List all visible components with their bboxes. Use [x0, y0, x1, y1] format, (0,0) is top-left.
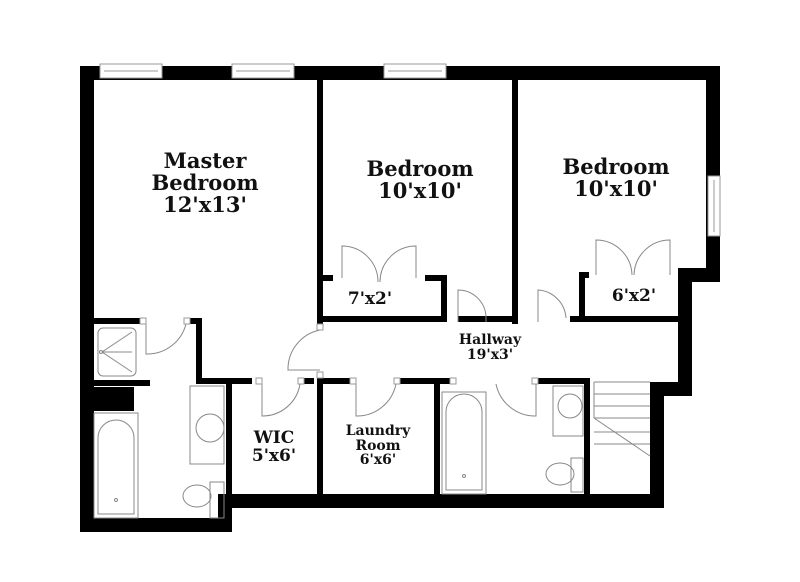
room-size: 12'x13'	[163, 192, 247, 218]
door-jambs	[139, 317, 539, 385]
room-size: 19'x3'	[466, 346, 514, 363]
room-size: 5'x6'	[251, 445, 297, 466]
room-label-bedroom-2: Bedroom 10'x10'	[526, 154, 706, 202]
room-size: 6'x2'	[611, 286, 657, 306]
windows	[99, 63, 721, 237]
room-name: Bedroom	[151, 170, 259, 196]
room-label-bedroom-1: Bedroom 10'x10'	[330, 156, 510, 204]
room-name: Master	[163, 148, 247, 173]
room-name: Bedroom	[562, 154, 670, 179]
room-size: 10'x10'	[378, 178, 462, 204]
room-label-master-bedroom: Master Bedroom 12'x13'	[120, 148, 290, 218]
room-size: 6'x6'	[359, 452, 397, 469]
room-name: Room	[355, 437, 401, 454]
room-size: 7'x2'	[347, 289, 393, 309]
room-name: Bedroom	[366, 156, 474, 181]
room-name: Laundry	[345, 423, 411, 439]
room-label-closet-1: 7'x2'	[330, 289, 410, 309]
room-name: WIC	[253, 428, 295, 448]
room-label-closet-2: 6'x2'	[594, 286, 674, 306]
fixtures	[93, 327, 651, 519]
doors	[145, 239, 671, 417]
room-size: 10'x10'	[574, 176, 658, 202]
room-label-laundry: Laundry Room 6'x6'	[326, 424, 430, 468]
room-label-wic: WIC 5'x6'	[236, 428, 312, 466]
room-name: Hallway	[458, 332, 522, 348]
room-label-hallway: Hallway 19'x3'	[445, 333, 535, 362]
